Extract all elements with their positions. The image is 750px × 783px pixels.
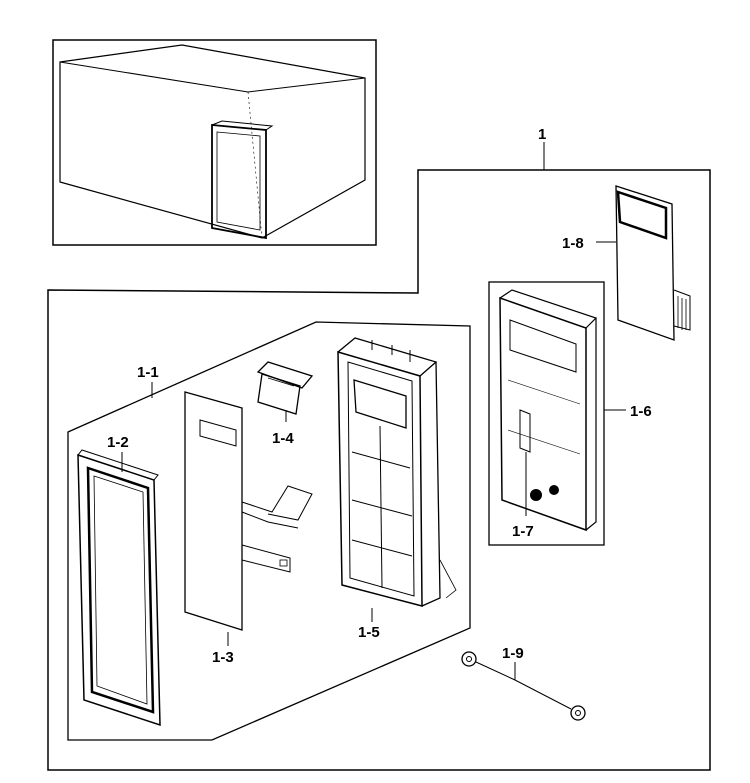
- label-1: 1: [538, 126, 546, 143]
- part-window-piece: 1-4: [256, 361, 314, 447]
- label-1-8: 1-8: [562, 235, 584, 252]
- microwave-overview-inset: [52, 39, 377, 246]
- label-1-9: 1-9: [502, 645, 524, 662]
- part-door-screen: 1-2: [77, 434, 161, 727]
- door-subgroup-outline: 1-1: [67, 321, 471, 741]
- label-1-2: 1-2: [107, 434, 129, 451]
- part-door-panel: 1-3: [184, 391, 313, 666]
- label-1-1: 1-1: [137, 364, 159, 381]
- label-1-7: 1-7: [512, 523, 534, 540]
- part-pcb-display: 1-8: [562, 185, 691, 341]
- part-control-bracket: 1-6: [488, 281, 652, 546]
- label-1-4: 1-4: [272, 430, 294, 447]
- part-screws: 1-9: [461, 645, 586, 721]
- part-control-frame: 1-5: [337, 337, 457, 641]
- label-1-3: 1-3: [212, 649, 234, 666]
- part-switch: 1-7: [512, 452, 534, 540]
- assembly-group-outline: 1: [47, 126, 711, 771]
- label-1-6: 1-6: [630, 403, 652, 420]
- label-1-5: 1-5: [358, 624, 380, 641]
